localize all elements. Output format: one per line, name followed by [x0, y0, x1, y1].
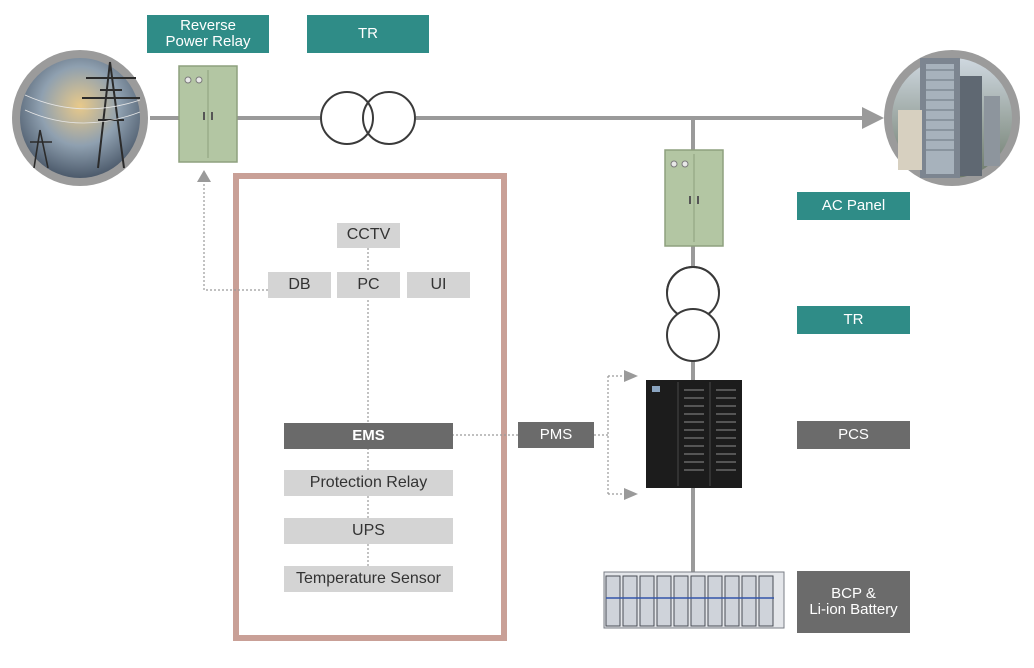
- ups-box: UPS: [284, 518, 453, 544]
- ac-panel-icon: [664, 149, 724, 247]
- cctv-box: CCTV: [337, 223, 400, 248]
- ui-box: UI: [407, 272, 470, 298]
- pcs-label: PCS: [797, 421, 910, 449]
- db-box: DB: [268, 272, 331, 298]
- pcs-cabinet-icon: [646, 380, 742, 488]
- ems-container: [233, 173, 507, 641]
- protection-relay-box: Protection Relay: [284, 470, 453, 496]
- arrow-to-pcs-top: [624, 370, 638, 382]
- temperature-sensor-box: Temperature Sensor: [284, 566, 453, 592]
- transformer-icon-top: [320, 91, 416, 145]
- tr-top-label: TR: [307, 15, 429, 53]
- pc-box: PC: [337, 272, 400, 298]
- power-tower-icon: [12, 50, 148, 186]
- bcp-battery-label: BCP & Li-ion Battery: [797, 571, 910, 633]
- building-icon: [884, 50, 1020, 186]
- main-bus-line: [150, 107, 884, 129]
- reverse-power-relay-panel-icon: [178, 65, 238, 163]
- ac-panel-label: AC Panel: [797, 192, 910, 220]
- battery-rack-icon: [603, 571, 785, 629]
- pms-label: PMS: [518, 422, 594, 448]
- reverse-power-relay-label: Reverse Power Relay: [147, 15, 269, 53]
- transformer-icon-right: [666, 266, 720, 362]
- arrow-to-pcs-bottom: [624, 488, 638, 500]
- tr-right-label: TR: [797, 306, 910, 334]
- ems-box: EMS: [284, 423, 453, 449]
- arrow-up-to-relay: [197, 170, 211, 182]
